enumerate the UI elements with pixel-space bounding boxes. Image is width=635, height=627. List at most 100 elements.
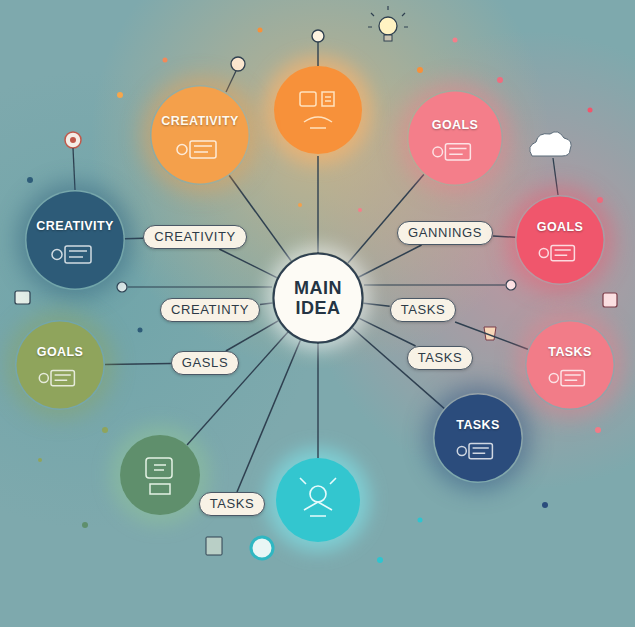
- node-label: TASKS: [548, 345, 591, 359]
- branch-line: [317, 42, 318, 66]
- node-label: MAIN IDEA: [282, 278, 354, 318]
- label-pill: TASKS: [199, 492, 266, 516]
- node-label: TASKS: [418, 350, 463, 366]
- circle-fill: [517, 197, 604, 284]
- circle-icon: [177, 141, 216, 158]
- icon: [322, 92, 334, 106]
- end-ring: [312, 30, 324, 42]
- idea-circle: GOALS: [407, 90, 503, 186]
- bulb-icon: [379, 17, 397, 35]
- icon-box: [190, 141, 216, 158]
- icon-lines: [473, 448, 489, 453]
- icon: [150, 465, 170, 494]
- connector-line: [455, 322, 528, 349]
- end-ring: [506, 280, 516, 290]
- node-label: TASKS: [401, 302, 446, 318]
- circle-fill: [27, 192, 124, 289]
- node-label: GASLS: [182, 355, 228, 371]
- icon: [146, 458, 172, 478]
- icon-lines: [55, 375, 71, 380]
- connector-line: [260, 303, 272, 304]
- label-pill: GASLS: [171, 351, 239, 375]
- label-pill: CREATINTY: [160, 298, 260, 322]
- circle-icon: [539, 245, 574, 260]
- circle-shape: [15, 320, 105, 410]
- dot: [595, 427, 601, 433]
- dot: [597, 197, 603, 203]
- node-label: TASKS: [456, 418, 499, 432]
- icon-lines: [194, 146, 212, 152]
- branch-line: [317, 342, 318, 458]
- dot: [138, 328, 143, 333]
- circle-fill: [17, 322, 104, 409]
- end-ring: [117, 282, 127, 292]
- idea-circle: CREATIVITY: [25, 190, 125, 290]
- connector-line: [125, 238, 143, 240]
- dot: [588, 108, 593, 113]
- circle-fill: [274, 254, 363, 343]
- dot: [163, 58, 168, 63]
- dot: [497, 77, 503, 83]
- dot: [38, 458, 42, 462]
- icon-box: [551, 245, 574, 260]
- dot: [27, 177, 33, 183]
- icon: [300, 478, 336, 516]
- icon-dot: [177, 145, 187, 155]
- target-icon: [70, 137, 76, 143]
- connector-line: [364, 303, 390, 306]
- connector-line: [219, 249, 277, 278]
- connector-line: [359, 245, 422, 277]
- icon-dot: [539, 249, 548, 258]
- circle-icon: [39, 370, 74, 385]
- small-icon: [15, 291, 30, 304]
- branch-line: [364, 284, 505, 285]
- circle-shape: [515, 195, 605, 285]
- icon-box: [445, 144, 470, 160]
- icon-box: [469, 443, 492, 458]
- glow: [110, 425, 210, 525]
- dot: [258, 28, 263, 33]
- circle-shape: [525, 320, 615, 410]
- node-label: CREATINTY: [171, 302, 249, 318]
- bulb-icon: [384, 35, 392, 41]
- icon: [310, 486, 326, 502]
- target-icon: [65, 132, 81, 148]
- icon-lines: [449, 149, 466, 155]
- icon: [304, 117, 332, 128]
- dot: [298, 203, 302, 207]
- branch-line: [317, 156, 318, 254]
- icon-lines: [69, 251, 87, 257]
- node-label: GANNINGS: [408, 225, 482, 241]
- circle-icon: [52, 246, 91, 263]
- dot: [358, 208, 362, 212]
- dot: [453, 38, 458, 43]
- circle-icon: [549, 370, 584, 385]
- idea-circle: CREATIVITY: [150, 85, 250, 185]
- node-label: CREATIVITY: [36, 219, 113, 233]
- label-pill: GANNINGS: [397, 221, 493, 245]
- node-label: GOALS: [537, 220, 583, 234]
- icon-dot: [457, 447, 466, 456]
- icon-dot: [52, 250, 62, 260]
- icon-lines: [565, 375, 581, 380]
- icon-dot: [39, 374, 48, 383]
- branch-line: [73, 148, 75, 190]
- circle-shape: [433, 393, 523, 483]
- dot: [377, 557, 383, 563]
- circle-icon: [433, 144, 470, 160]
- node-label: GOALS: [432, 118, 478, 132]
- circle-shape: [25, 190, 125, 290]
- idea-circle: [276, 458, 360, 542]
- cloud-icon: [530, 132, 571, 156]
- dot: [418, 518, 423, 523]
- connector-line: [105, 363, 171, 365]
- node-label: GOALS: [37, 345, 83, 359]
- connector-line: [237, 340, 300, 492]
- circle-fill: [152, 87, 249, 184]
- dot: [102, 427, 108, 433]
- bulb-rays: [368, 6, 408, 27]
- dot: [117, 92, 123, 98]
- connector-line: [493, 236, 515, 237]
- label-pill: CREATIVITY: [143, 225, 247, 249]
